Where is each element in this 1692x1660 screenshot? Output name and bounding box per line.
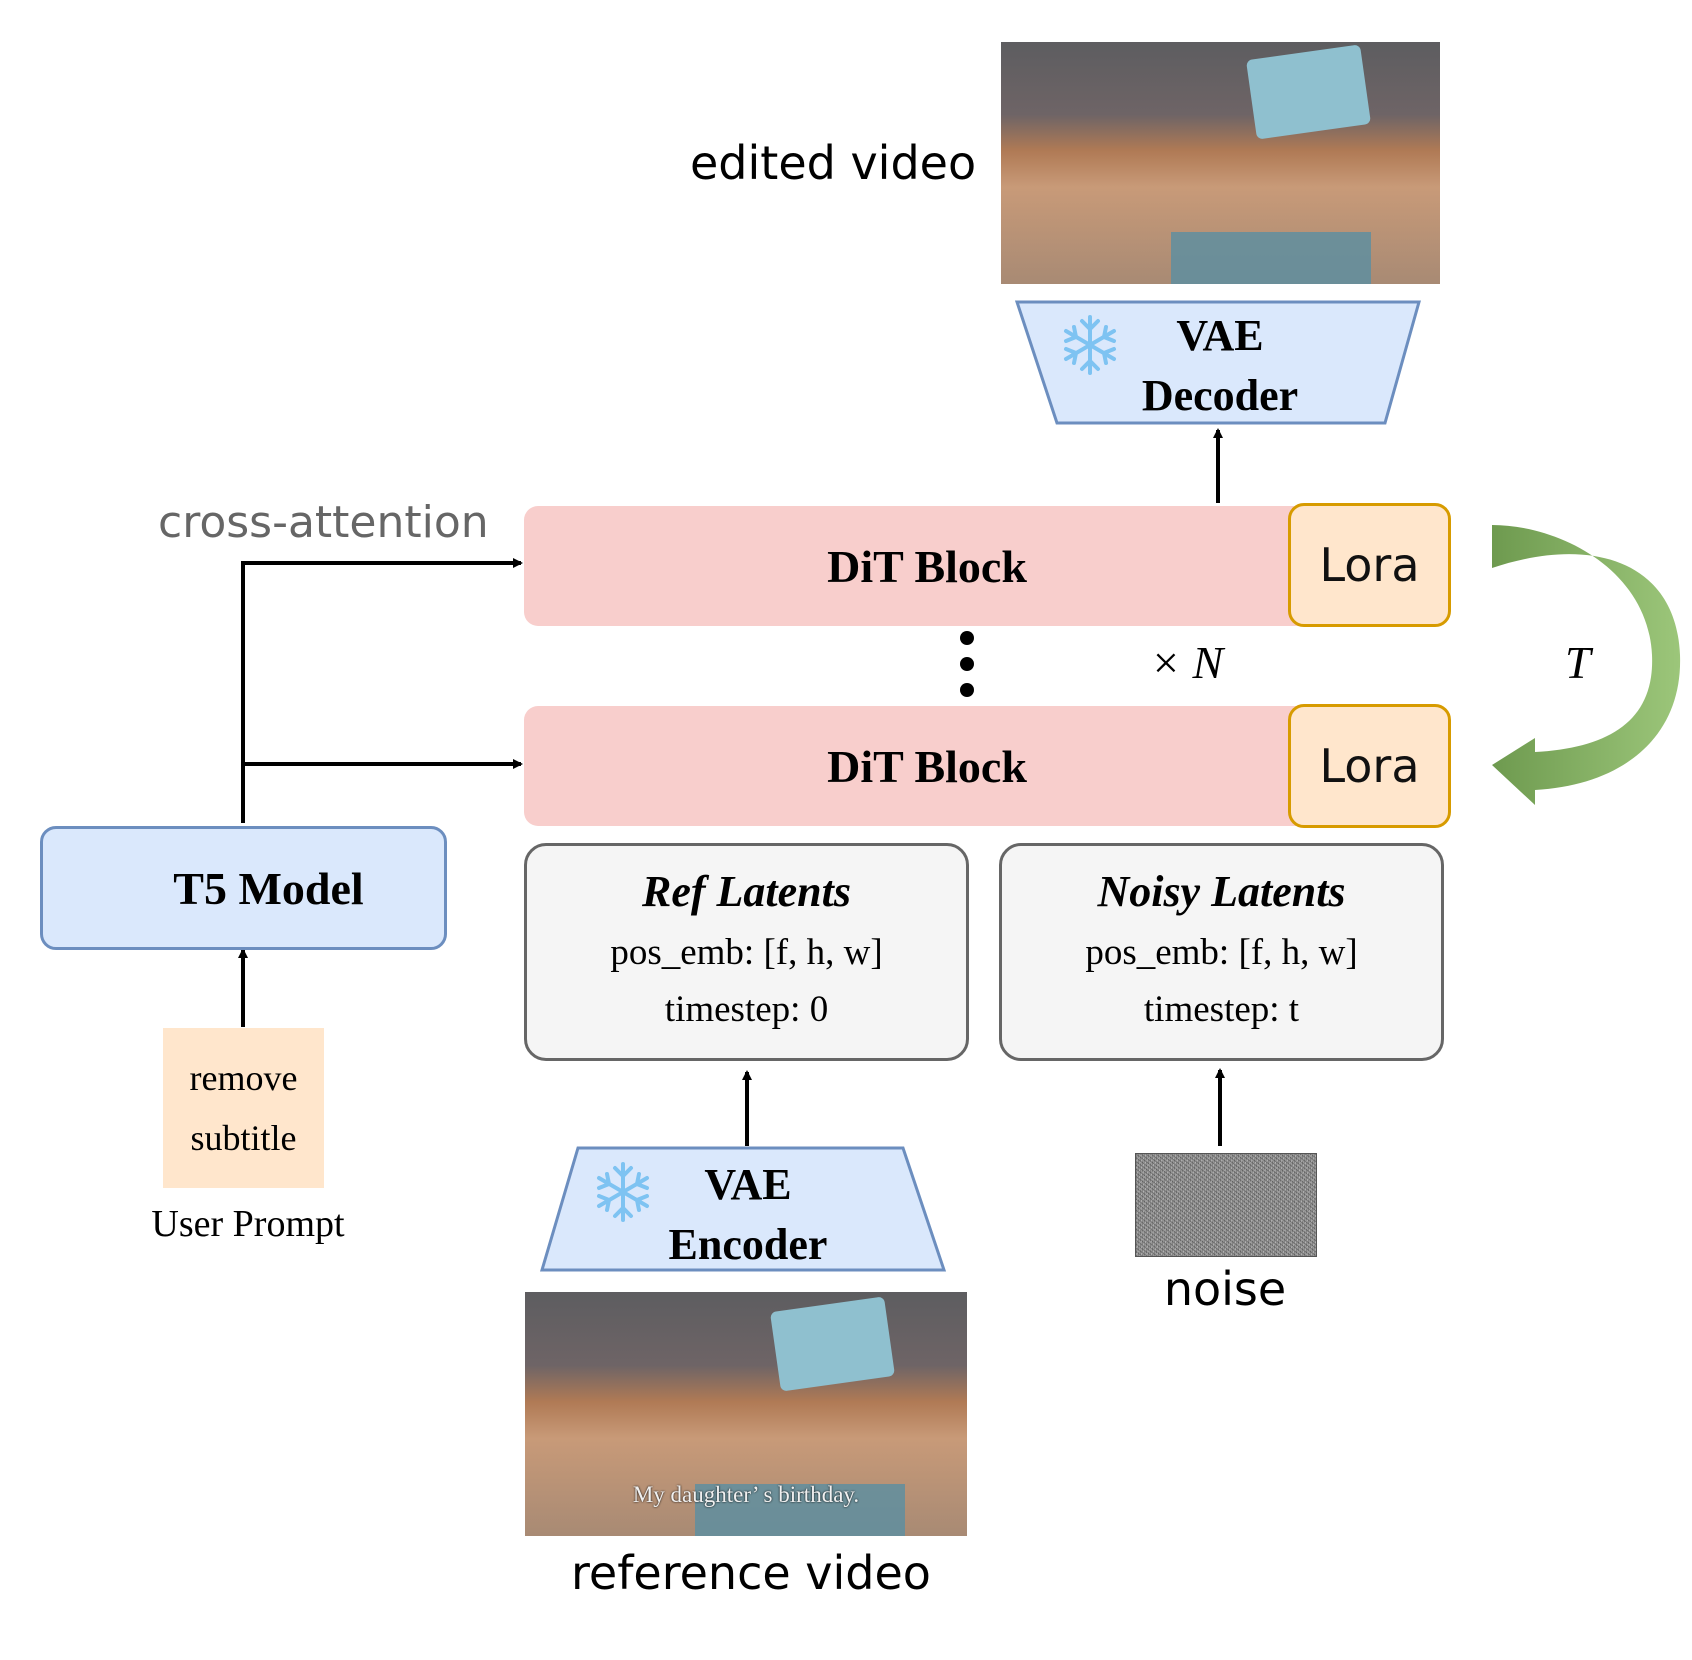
ref-latents-pos-emb: pos_emb: [f, h, w] — [610, 932, 883, 973]
t5-model-block: T5 Model — [40, 826, 447, 950]
vertical-ellipsis-icon — [960, 631, 974, 697]
reference-video-label: reference video — [571, 1546, 931, 1600]
lora-block-top: Lora — [1288, 503, 1451, 627]
repeat-count-label: × N — [1150, 637, 1224, 688]
loop-timesteps-label: T — [1565, 637, 1591, 688]
t5-model-label: T5 Model — [173, 862, 364, 914]
vae-encoder-label: VAE Encoder — [668, 1160, 828, 1269]
user-prompt-line1: remove — [189, 1058, 298, 1098]
noisy-latents-timestep: timestep: t — [1143, 989, 1300, 1030]
noise-label: noise — [1163, 1262, 1287, 1316]
edited-video-label: edited video — [690, 136, 977, 190]
ref-latents-box: Ref Latents pos_emb: [f, h, w] timestep:… — [524, 843, 969, 1061]
noisy-latents-pos-emb: pos_emb: [f, h, w] — [1085, 932, 1358, 973]
vae-decoder-shape — [1014, 300, 1421, 425]
user-prompt-box: remove subtitle — [163, 1028, 324, 1188]
edited-video-thumbnail — [1001, 42, 1440, 284]
noisy-latents-box: Noisy Latents pos_emb: [f, h, w] timeste… — [999, 843, 1444, 1061]
dit-block-label: DiT Block — [827, 740, 1027, 792]
vae-decoder-label: VAE Decoder — [1141, 311, 1299, 420]
cross-attention-label: cross-attention — [158, 497, 489, 548]
user-prompt-caption: User Prompt — [151, 1203, 345, 1245]
ref-latents-timestep: timestep: 0 — [664, 989, 829, 1030]
ref-latents-title: Ref Latents — [642, 867, 851, 916]
noisy-latents-title: Noisy Latents — [1097, 867, 1346, 916]
reference-video-thumbnail: My daughter’ s birthday. — [525, 1292, 967, 1536]
loop-arrow-icon — [1492, 525, 1681, 805]
noise-image — [1135, 1153, 1317, 1257]
user-prompt-line2: subtitle — [190, 1118, 297, 1158]
lora-block-bottom: Lora — [1288, 704, 1451, 828]
reference-video-subtitle: My daughter’ s birthday. — [632, 1482, 860, 1507]
dit-block-label: DiT Block — [827, 540, 1027, 592]
